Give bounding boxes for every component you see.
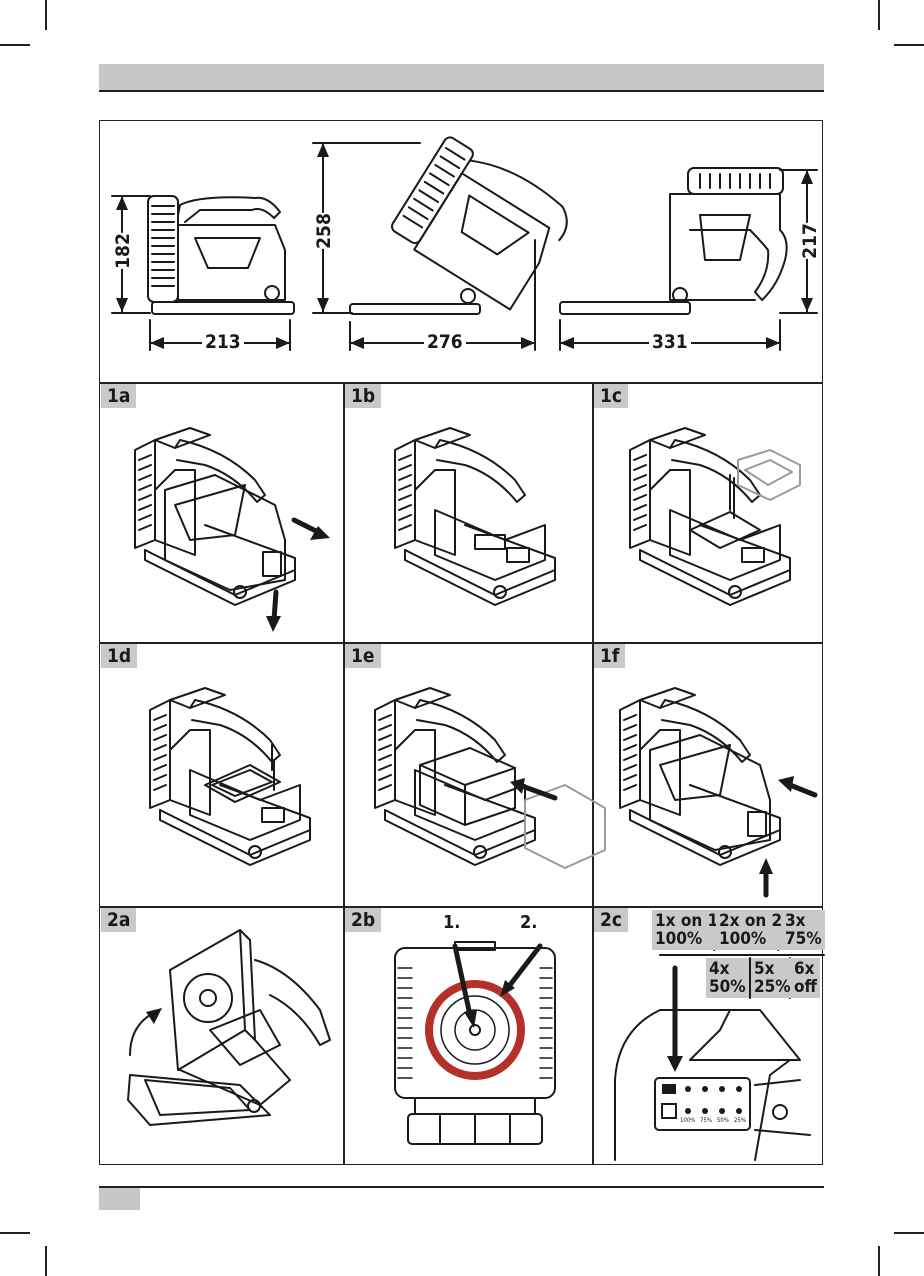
mode-chip: 2x on 2.100% (716, 910, 791, 950)
led-label: 25% (734, 1117, 746, 1124)
led-label: 75% (700, 1117, 712, 1124)
led-label: 50% (717, 1117, 729, 1124)
step-label-2: 2. (520, 912, 537, 933)
led-label: 100% (680, 1117, 695, 1124)
step-label-1: 1. (443, 912, 460, 933)
